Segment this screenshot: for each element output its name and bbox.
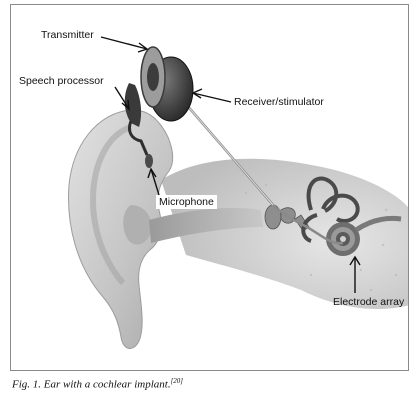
figure-frame: Transmitter Speech processor Receiver/st… (10, 4, 409, 371)
microphone-part (145, 154, 153, 168)
transmitter-coil-center (147, 63, 159, 91)
semicircular-canals (301, 176, 360, 243)
cochlear-implant-illustration (68, 36, 408, 349)
ear-concha (123, 205, 152, 245)
speech-processor-body (124, 83, 142, 127)
figure-caption: Fig. 1. Ear with a cochlear implant.[20] (12, 377, 183, 391)
caption-text: Fig. 1. Ear with a cochlear implant. (12, 378, 171, 391)
speech-processor-label: Speech processor (19, 75, 104, 87)
speech-processor-hook (127, 120, 149, 156)
transmitter-label: Transmitter (41, 29, 94, 41)
pointer-arrows (100, 36, 361, 293)
receiver-stimulator-label: Receiver/stimulator (234, 96, 324, 108)
temporal-bone-tissue (161, 158, 408, 310)
electrode-array-label: Electrode array (333, 296, 405, 308)
ear-fold (89, 124, 133, 285)
cochlea (326, 222, 360, 256)
microphone-label: Microphone (156, 195, 217, 209)
caption-reference: [20] (170, 377, 184, 385)
electrode-lead (184, 102, 344, 245)
electrode-lead-highlight (184, 102, 274, 206)
ear-canal (149, 208, 263, 243)
bone-texture (244, 183, 398, 292)
auditory-nerve (354, 215, 402, 233)
